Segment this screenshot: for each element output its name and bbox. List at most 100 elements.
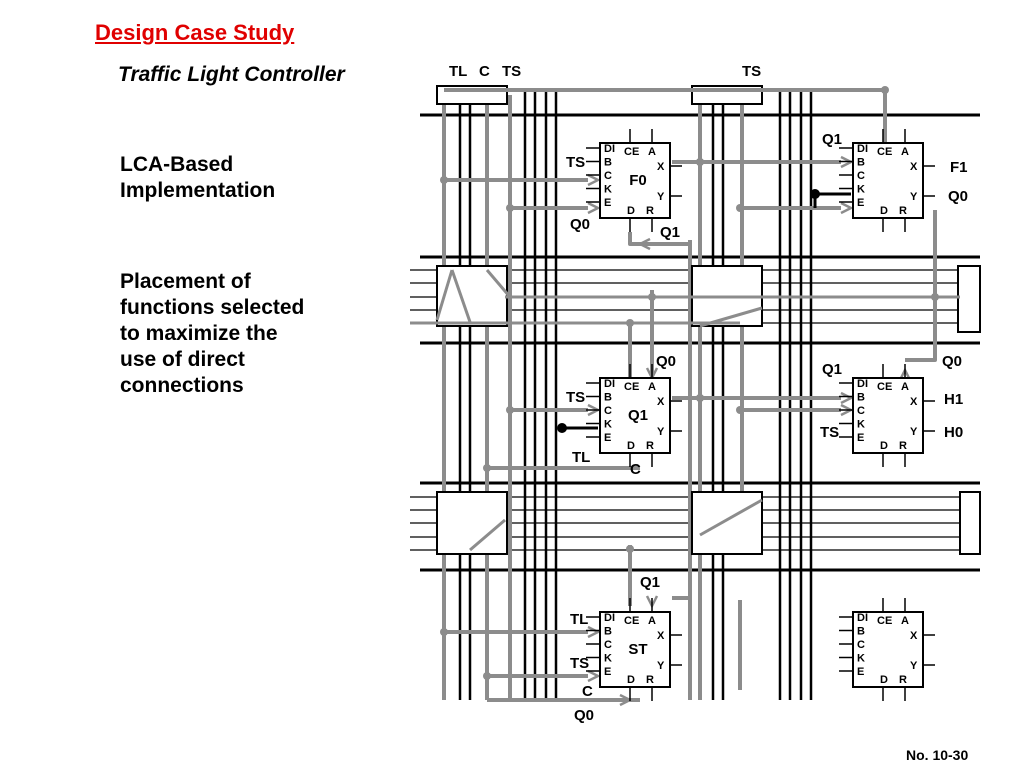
- switch-box: [436, 265, 508, 327]
- top-signal-label: TS: [742, 63, 761, 80]
- arrow-head-icon: [587, 625, 601, 639]
- signal-label: H0: [944, 424, 963, 441]
- pin-label-x: X: [657, 630, 665, 642]
- pin-label-k: K: [857, 184, 865, 196]
- pin-label-e: E: [857, 432, 864, 444]
- pin-label-k: K: [857, 653, 865, 665]
- arrow-head-icon: [840, 201, 854, 215]
- pin-label-r: R: [646, 205, 654, 217]
- junction-dot: [440, 628, 448, 636]
- logic-block-body: [599, 142, 671, 219]
- junction-dot: [881, 86, 889, 94]
- signal-label: H1: [944, 391, 963, 408]
- signal-label: Q0: [574, 707, 594, 724]
- pin-label-c: C: [604, 639, 612, 651]
- junction-dot: [483, 672, 491, 680]
- junction-dot: [810, 189, 820, 199]
- pin-label-y: Y: [657, 191, 665, 203]
- page-number: No. 10-30: [906, 747, 969, 763]
- switch-diagonal-wire: [469, 518, 506, 552]
- signal-label: TS: [570, 655, 589, 672]
- signal-label: Q1: [660, 224, 680, 241]
- pin-label-x: X: [910, 630, 918, 642]
- switch-diagonal-wire: [699, 498, 763, 537]
- pin-label-e: E: [604, 197, 611, 209]
- signal-label: Q0: [656, 353, 676, 370]
- pin-label-r: R: [646, 440, 654, 452]
- switch-box: [959, 491, 981, 555]
- pin-label-k: K: [857, 419, 865, 431]
- pin-label-ce: CE: [624, 381, 639, 393]
- pin-label-r: R: [899, 205, 907, 217]
- slide-title: Design Case Study: [95, 20, 295, 45]
- pin-label-a: A: [901, 146, 909, 158]
- pin-label-r: R: [646, 674, 654, 686]
- pin-label-c: C: [604, 405, 612, 417]
- slide-subtitle: Traffic Light Controller: [118, 63, 345, 86]
- pin-label-r: R: [899, 440, 907, 452]
- interconnect-wires: [410, 85, 981, 707]
- pin-label-d: D: [880, 440, 888, 452]
- pin-label-c: C: [604, 170, 612, 182]
- pin-label-ce: CE: [624, 146, 639, 158]
- top-signal-label: TS: [502, 63, 521, 80]
- pin-label-e: E: [604, 666, 611, 678]
- signal-label: TS: [566, 389, 585, 406]
- pin-label-ce: CE: [877, 615, 892, 627]
- switch-diagonal-wire: [450, 269, 472, 323]
- arrow-head-icon: [587, 173, 601, 187]
- placement-line: Placement of: [120, 270, 251, 293]
- placement-line: connections: [120, 374, 244, 397]
- pin-label-di: DI: [857, 378, 868, 390]
- pin-label-b: B: [604, 626, 612, 638]
- pin-label-d: D: [627, 440, 635, 452]
- top-signal-label: TL: [449, 63, 467, 80]
- junction-dot: [506, 406, 514, 414]
- pin-label-di: DI: [604, 378, 615, 390]
- signal-label: Q0: [948, 188, 968, 205]
- top-signal-label: C: [479, 63, 490, 80]
- pin-label-di: DI: [604, 143, 615, 155]
- pin-label-b: B: [604, 392, 612, 404]
- implementation-line: LCA-Based: [120, 153, 234, 176]
- signal-label: TL: [572, 449, 590, 466]
- pin-label-y: Y: [657, 660, 665, 672]
- routed-feedback-wire: [905, 212, 937, 362]
- pin-label-x: X: [657, 396, 665, 408]
- signal-label: Q1: [822, 361, 842, 378]
- pin-label-c: C: [857, 639, 865, 651]
- logic-block-body: [852, 611, 924, 688]
- arrow-head-icon: [587, 201, 601, 215]
- implementation-line: Implementation: [120, 179, 276, 202]
- pin-label-c: C: [857, 405, 865, 417]
- pin-label-b: B: [857, 392, 865, 404]
- pin-label-y: Y: [910, 191, 918, 203]
- signal-label: Q1: [640, 574, 660, 591]
- pin-label-b: B: [857, 626, 865, 638]
- switch-diagonal-wire: [435, 269, 454, 321]
- routed-feedback-wire: [628, 232, 690, 246]
- junction-dot: [736, 204, 744, 212]
- signal-label: C: [630, 461, 641, 478]
- junction-dot: [557, 423, 567, 433]
- signal-label: C: [582, 683, 593, 700]
- pin-label-c: C: [857, 170, 865, 182]
- pin-label-di: DI: [604, 612, 615, 624]
- arrow-head-icon: [840, 391, 854, 405]
- pin-label-d: D: [880, 205, 888, 217]
- pin-label-di: DI: [857, 143, 868, 155]
- pin-label-k: K: [604, 419, 612, 431]
- pin-label-a: A: [901, 615, 909, 627]
- junction-dot: [648, 293, 656, 301]
- junction-dot: [696, 394, 704, 402]
- pin-label-e: E: [604, 432, 611, 444]
- pin-label-ce: CE: [877, 146, 892, 158]
- signal-label: TS: [566, 154, 585, 171]
